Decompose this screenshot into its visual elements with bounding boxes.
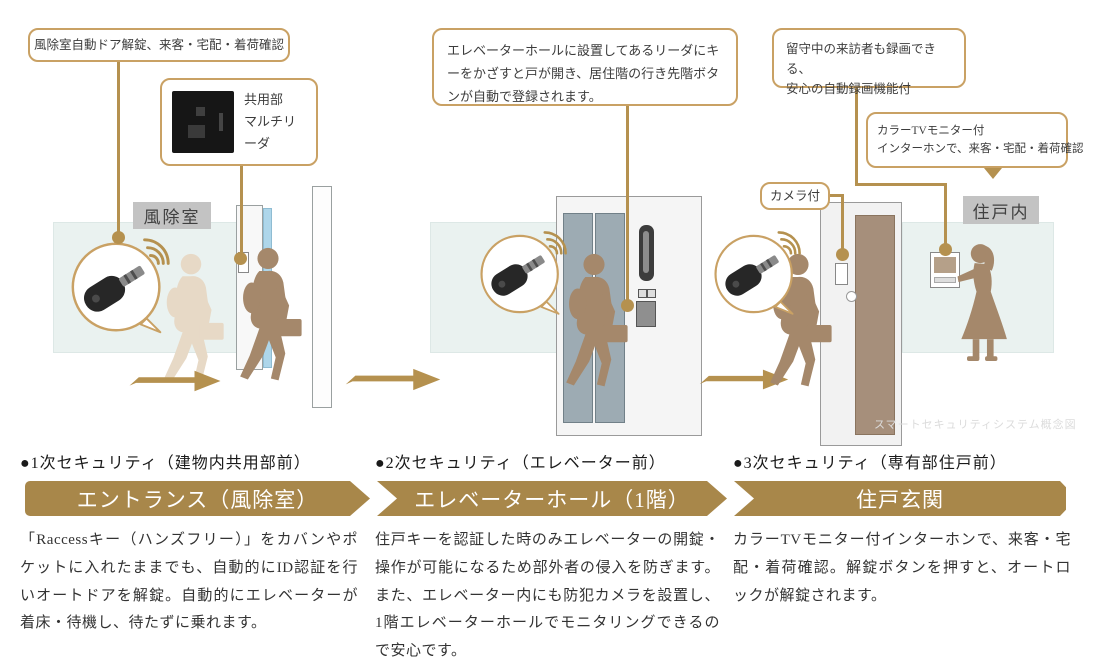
step1-description: 「Raccessキー（ハンズフリー）」をカバンやポケットに入れたままでも、自動的…	[20, 532, 358, 632]
indoor-label: 住戸内	[963, 196, 1039, 224]
connector-reader-callout	[240, 165, 243, 257]
multi-reader-marks	[219, 113, 223, 131]
dwelling-door-leaf	[855, 215, 895, 435]
connector-recording-callout-h	[855, 183, 947, 186]
tv-monitor-callout-line2: インターホンで、来客・宅配・着荷確認	[877, 143, 1084, 156]
connector-dot-door-camera	[836, 248, 849, 261]
raccess-key-icon	[71, 238, 170, 334]
diagram-caption: スマートセキュリティシステム概念図	[874, 419, 1077, 431]
person-silhouette-woman	[957, 244, 1007, 361]
walk-direction-arrow-entrance	[129, 370, 221, 392]
multi-reader-callout: 共用部 マルチリーダ	[160, 78, 318, 166]
indoor-label-text: 住戸内	[972, 202, 1030, 222]
connector-recording-callout-v1	[855, 88, 858, 186]
step1-banner: エントランス（風除室）	[25, 481, 370, 516]
multi-reader-screen	[188, 125, 205, 138]
intercom-buttons	[934, 277, 956, 283]
entrance-room-label: 風除室	[133, 202, 211, 229]
dwelling-door-frame	[820, 202, 902, 446]
entrance-room-label-text: 風除室	[143, 208, 201, 227]
elevator-call-buttons-2	[647, 289, 656, 298]
intercom-monitor	[930, 252, 960, 288]
step1-heading: ●1次セキュリティ（建物内共用部前）	[20, 455, 311, 472]
elevator-indicator-panel	[639, 225, 654, 281]
raccess-key-icon-elevator	[480, 231, 567, 316]
elevator-key-reader-plate	[636, 301, 656, 327]
step2-heading: ●2次セキュリティ（エレベーター前）	[375, 455, 666, 472]
multi-reader-device-image	[172, 91, 234, 153]
step3-banner: 住戸玄関	[734, 481, 1066, 516]
entrance-callout-text: 風除室自動ドア解錠、来客・宅配・着荷確認	[33, 38, 284, 52]
dwelling-door-camera-unit	[835, 263, 848, 285]
connector-camera-callout-h	[828, 194, 844, 197]
tv-monitor-callout-line1: カラーTVモニター付	[877, 125, 985, 137]
multi-reader-glyph	[196, 107, 205, 116]
step3-description: カラーTVモニター付インターホンで、来客・宅配・着荷確認。解錠ボタンを押すと、オ…	[733, 532, 1071, 604]
dwelling-door-knob	[846, 291, 857, 302]
elevator-callout-text: エレベーターホールに設置してあるリーダにキーをかざすと戸が開き、居住階の行き先階…	[447, 43, 720, 104]
camera-callout-text: カメラ付	[769, 189, 820, 203]
connector-recording-callout-v2	[944, 183, 947, 249]
connector-dot-intercom	[939, 243, 952, 256]
pointer-indoor-label	[984, 168, 1002, 179]
camera-callout: カメラ付	[760, 182, 830, 210]
recording-callout-line1: 留守中の来訪者も録画できる、	[786, 42, 937, 76]
connector-camera-callout-v	[841, 194, 844, 252]
entrance-callout: 風除室自動ドア解錠、来客・宅配・着荷確認	[28, 28, 290, 62]
intercom-screen	[934, 257, 956, 273]
step2-banner-text: エレベーターホール（1階）	[414, 487, 690, 512]
connector-entrance-callout	[117, 60, 120, 236]
entrance-partition-wall	[312, 186, 332, 408]
multi-reader-label-line2: マルチリーダ	[244, 113, 297, 152]
step2-banner: エレベーターホール（1階）	[377, 481, 727, 516]
step3-heading: ●3次セキュリティ（専有部住戸前）	[733, 455, 1007, 472]
elevator-call-buttons	[638, 289, 647, 298]
connector-dot-door-reader	[234, 252, 247, 265]
recording-callout-line2: 安心の自動録画機能付	[786, 82, 912, 96]
tv-monitor-callout: カラーTVモニター付 インターホンで、来客・宅配・着荷確認	[866, 112, 1084, 168]
step2-description: 住戸キーを認証した時のみエレベーターの開錠・操作が可能になるため部外者の侵入を防…	[375, 532, 720, 659]
raccess-key-icon-door	[714, 231, 801, 316]
connector-elevator-callout	[626, 104, 629, 304]
elevator-indicator-slot	[643, 231, 649, 273]
step3-banner-text: 住戸玄関	[856, 487, 944, 512]
connector-dot-elevator-reader	[621, 299, 634, 312]
connector-dot-key	[112, 231, 125, 244]
multi-reader-label-line1: 共用部	[244, 91, 284, 107]
elevator-callout: エレベーターホールに設置してあるリーダにキーをかざすと戸が開き、居住階の行き先階…	[432, 28, 738, 106]
flow-arrow-1	[345, 368, 441, 391]
recording-callout: 留守中の来訪者も録画できる、 安心の自動録画機能付	[772, 28, 966, 96]
step1-banner-text: エントランス（風除室）	[76, 487, 319, 512]
